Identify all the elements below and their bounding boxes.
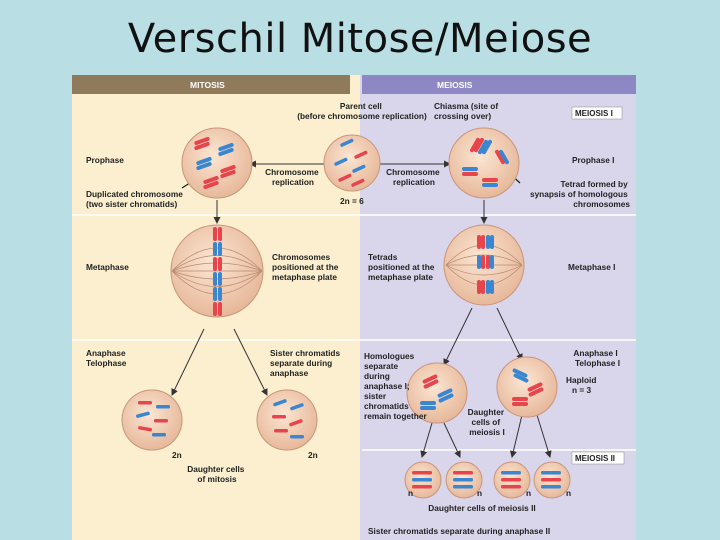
- metaphase-i-meiosis-cell: [443, 224, 525, 306]
- anaphase-telophase-i-label: Anaphase I Telophase I: [573, 348, 620, 368]
- prophase-i-meiosis-cell: [448, 127, 520, 199]
- row-dividers: [72, 214, 636, 451]
- meiosis-ii-tag: MEIOSIS II: [575, 454, 615, 463]
- slide-title: Verschil Mitose/Meiose: [127, 16, 593, 62]
- mitosis-header: MITOSIS: [190, 80, 225, 90]
- chromosome-replication-right-label: Chromosome replication: [386, 167, 442, 187]
- n-label-3: n: [526, 488, 531, 498]
- prophase-label: Prophase: [86, 155, 124, 165]
- prophase-i-label: Prophase I: [572, 155, 614, 165]
- chromosome-replication-left-label: Chromosome replication: [265, 167, 321, 187]
- daughter-cells-meiosis-i-label: Daughter cells of meiosis I: [468, 407, 507, 437]
- tetrad-formed-label: Tetrad formed by synapsis of homologous …: [530, 179, 630, 209]
- meiosis-ii-daughter-cells: [404, 461, 571, 499]
- sister-chromatids-separate-label: Sister chromatids separate during anapha…: [270, 348, 342, 378]
- meiosis-header-bar: [362, 75, 636, 94]
- figure-svg: MITOSIS MEIOSIS MEIOSIS I MEIOSIS II: [72, 75, 636, 540]
- metaphase-label: Metaphase: [86, 262, 129, 272]
- anaphase-telophase-label: Anaphase Telophase: [86, 348, 128, 368]
- metaphase-i-label: Metaphase I: [568, 262, 616, 272]
- duplicated-chromosome-label: Duplicated chromosome (two sister chroma…: [86, 189, 185, 209]
- n-label-4: n: [566, 488, 571, 498]
- tetrads-positioned-label: Tetrads positioned at the metaphase plat…: [368, 252, 437, 282]
- two-n-six-label: 2n = 6: [340, 196, 364, 206]
- parent-cell: [323, 134, 381, 192]
- homologues-separate-label: Homologues separate during anaphase I; s…: [364, 351, 427, 421]
- mitosis-meiosis-figure: MITOSIS MEIOSIS MEIOSIS I MEIOSIS II: [72, 75, 636, 540]
- meiosis-i-tag: MEIOSIS I: [575, 109, 613, 118]
- haploid-label: Haploid n = 3: [566, 375, 599, 395]
- chiasma-label: Chiasma (site of crossing over): [434, 101, 500, 121]
- prophase-mitosis-cell: [181, 127, 253, 199]
- two-n-right-label: 2n: [308, 450, 318, 460]
- mitosis-daughter-cell-right: [256, 389, 318, 451]
- parent-cell-label: Parent cell (before chromosome replicati…: [297, 101, 427, 121]
- n-label-1: n: [408, 488, 413, 498]
- mitosis-header-bar: [72, 75, 350, 94]
- chromosomes-positioned-label: Chromosomes positioned at the metaphase …: [272, 252, 341, 282]
- daughter-cells-meiosis-ii-label: Daughter cells of meiosis II: [428, 503, 535, 513]
- flow-arrows: [171, 160, 552, 458]
- mitosis-daughter-cell-left: [121, 389, 183, 451]
- metaphase-mitosis-cell: [170, 224, 264, 318]
- meiosis-i-daughter-cell-right: [496, 356, 558, 418]
- meiosis-header: MEIOSIS: [437, 80, 473, 90]
- n-label-2: n: [477, 488, 482, 498]
- meiosis-i-daughter-cell-left: [406, 362, 468, 424]
- sister-chromatids-anaphase-ii-label: Sister chromatids separate during anapha…: [368, 526, 550, 536]
- meiosis-i-tag-box: [571, 106, 623, 120]
- two-n-left-label: 2n: [172, 450, 182, 460]
- meiosis-ii-tag-box: [571, 451, 625, 465]
- daughter-cells-mitosis-label: Daughter cells of mitosis: [187, 464, 247, 484]
